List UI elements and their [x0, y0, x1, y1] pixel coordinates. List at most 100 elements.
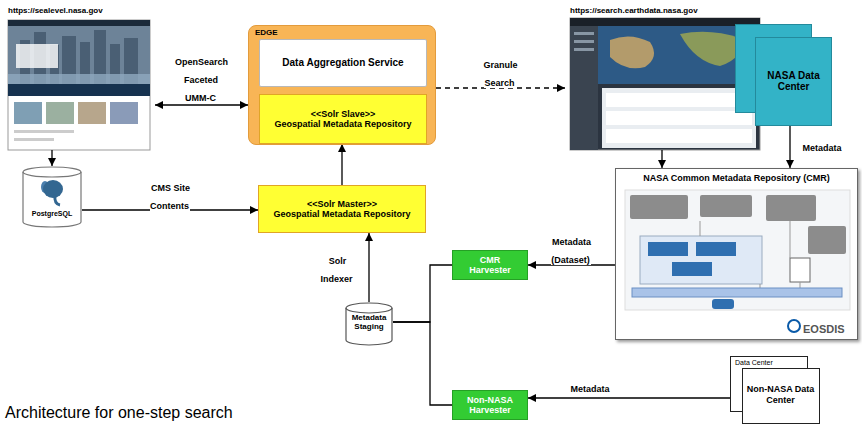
node-title: Metadata Staging [346, 313, 392, 331]
node-title: PostgreSQL [32, 210, 72, 218]
node-title: Data Aggregation Service [282, 57, 403, 69]
node-title: Non-NASA Harvester [466, 395, 514, 416]
edge-label-anchor: OpenSearch Faceted UMM-C [172, 51, 230, 105]
edge-label-anchor: Metadata [565, 378, 615, 396]
document-icon [790, 258, 810, 282]
service-box: Data Aggregation Service [259, 39, 427, 87]
nav-bar [8, 20, 150, 26]
stats-row [8, 84, 150, 96]
menu-item [574, 32, 594, 35]
cmr-box: NASA Common Metadata Repository (CMR) [615, 168, 858, 340]
menu-item [574, 40, 594, 43]
text-line [14, 130, 74, 133]
data-center-stack: Data CenterNon-NASA Data Center [730, 356, 820, 424]
edge-label: OpenSearch Faceted UMM-C [174, 57, 228, 103]
cylinder-body [346, 303, 392, 345]
repository-box: <<Solr Master>>Geospatial Metadata Repos… [258, 185, 426, 233]
website-node: https://sealevel.nasa.gov [5, 4, 155, 150]
sidebar [570, 26, 598, 150]
cylinder-rim [23, 172, 81, 177]
node-text: Non-NASA Data Center [742, 367, 819, 422]
result-row [606, 129, 752, 143]
cylinder-outline [22, 166, 82, 228]
land [610, 36, 654, 68]
connector [393, 265, 452, 322]
node-text: Geospatial Metadata Repository [273, 209, 410, 219]
eosdis-logo [788, 320, 800, 332]
water [8, 74, 150, 84]
data-center-stack: NASA Data Center [735, 24, 832, 126]
cmr-panel [625, 190, 850, 310]
thumbnail [78, 102, 106, 124]
connector [661, 150, 662, 168]
edge-label-anchor: Solr Indexer [317, 250, 357, 286]
edge-label-anchor: Granule Search [475, 54, 525, 90]
thumbnail [110, 102, 138, 124]
label-anchor: EOSDIS [803, 319, 845, 337]
hero-card [16, 44, 58, 68]
service-box [696, 242, 736, 256]
hero-image [8, 26, 150, 84]
callout-bubble [630, 195, 688, 219]
land [680, 32, 741, 66]
connector [789, 126, 790, 168]
cmr-illustration [625, 190, 850, 332]
callout-bubble [700, 195, 752, 217]
database-icon [712, 299, 734, 309]
connector [341, 144, 342, 185]
edge-label-anchor: Metadata (Dataset) [547, 231, 595, 267]
node-title: EDGE [255, 28, 278, 37]
connector [393, 322, 452, 405]
node-title: <<Solr Slave>> [311, 109, 376, 119]
text-line [14, 138, 54, 141]
screenshot-frame [8, 20, 150, 150]
website-screenshot [8, 20, 150, 150]
connector [155, 104, 248, 105]
edge-label: Solr Indexer [320, 256, 353, 284]
cylinder-rim [346, 308, 392, 313]
menu-item [574, 48, 594, 51]
thumbnail [46, 102, 74, 124]
thumbnail [14, 102, 42, 124]
node-title: https://search.earthdata.nasa.gov [570, 6, 698, 15]
edge-label: Metadata (Dataset) [551, 237, 591, 265]
node-title: CMR Harvester [466, 255, 514, 276]
node-title: <<Solr Master>> [307, 199, 377, 209]
edge-label-anchor: CMS Site Contents [140, 177, 200, 213]
elephant-head [43, 180, 63, 198]
node-title: https://sealevel.nasa.gov [8, 6, 103, 15]
service-box [672, 262, 712, 276]
elephant-trunk [55, 195, 60, 205]
cmr-wires [700, 221, 800, 288]
staging-cylinder: Metadata Staging [345, 302, 393, 346]
node-title: Data Center [735, 359, 773, 367]
database-cylinder: PostgreSQL [22, 166, 82, 228]
logo-text: EOSDIS [803, 323, 845, 335]
bus-bar [632, 288, 842, 297]
cylinder-body [23, 167, 81, 227]
edge-label: Granule Search [482, 60, 517, 88]
callout-bubble [808, 226, 846, 254]
repository-box: <<Solr Slave>>Geospatial Metadata Reposi… [259, 94, 427, 144]
node-title: NASA Common Metadata Repository (CMR) [643, 173, 830, 183]
front-box [756, 38, 832, 126]
connector [528, 397, 730, 398]
node-text: Geospatial Metadata Repository [274, 119, 411, 129]
caption-anchor: Architecture for one-step search [5, 404, 233, 422]
result-row [606, 111, 752, 125]
connector [51, 150, 52, 166]
node-title: NASA Data Center [757, 70, 830, 93]
screenshot-frame [570, 18, 760, 150]
harvester-box: Non-NASA Harvester [452, 390, 528, 420]
connector [368, 233, 369, 302]
search-screenshot [570, 18, 760, 150]
results-panel [602, 88, 756, 148]
container-box: EDGE Data Aggregation Service <<Solr Slave… [248, 25, 436, 145]
caption: Architecture for one-step search [5, 404, 233, 421]
service-panel [640, 236, 762, 284]
service-box [648, 242, 688, 256]
edge-label: CMS Site Contents [150, 183, 190, 211]
harvester-box: CMR Harvester [452, 250, 528, 280]
edge-label: Metadata [801, 143, 842, 153]
